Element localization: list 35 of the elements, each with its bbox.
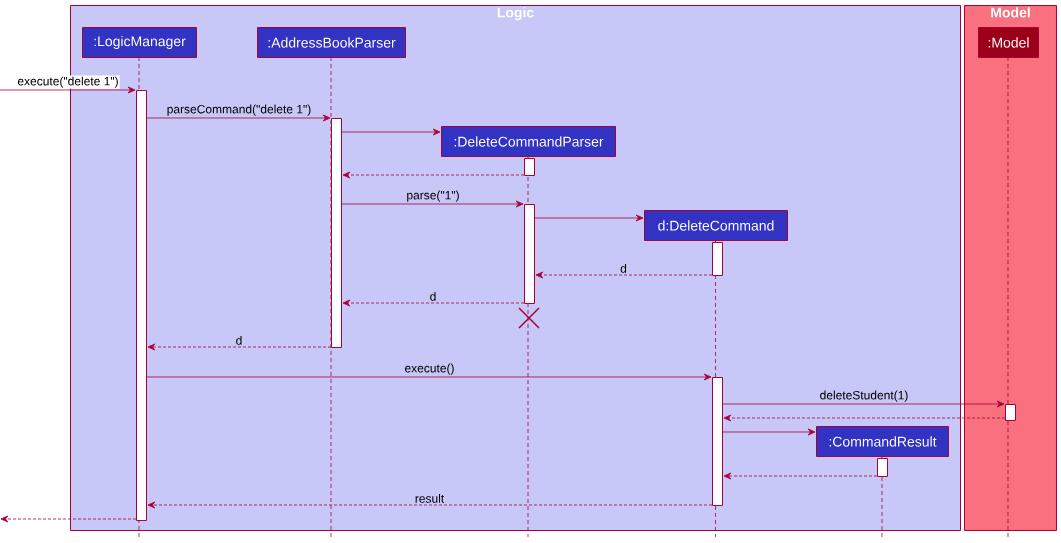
participant-box: :CommandResult [816, 426, 949, 457]
arrow [0, 86, 136, 94]
arrow [534, 214, 644, 222]
arrow [723, 414, 1006, 422]
arrow [147, 343, 332, 351]
edge-label: result [413, 493, 446, 504]
arrow [341, 200, 524, 208]
activation-bar [1005, 404, 1016, 421]
arrow [341, 128, 441, 136]
activation-bar [877, 458, 888, 477]
activation-bar [712, 242, 723, 276]
activation-bar [524, 158, 535, 176]
activation-bar [524, 204, 535, 304]
arrow [723, 472, 878, 480]
edge-label: execute("delete 1") [16, 75, 120, 89]
activation-bar [331, 118, 342, 348]
edge-label: d [619, 263, 628, 274]
arrow [146, 373, 712, 381]
participant-box: :Model [978, 27, 1039, 58]
arrow [0, 515, 137, 523]
arrow [147, 501, 713, 509]
arrow [146, 114, 331, 122]
participant-box: :LogicManager [82, 27, 197, 58]
arrow [342, 299, 525, 307]
activation-bar [712, 377, 723, 506]
participant-box: :DeleteCommandParser [441, 126, 616, 157]
edge-label: d [234, 335, 244, 346]
arrow [722, 428, 816, 436]
arrow [342, 171, 525, 179]
edge-label: d [428, 291, 438, 302]
arrow [722, 400, 1005, 408]
participant-box: :AddressBookParser [257, 27, 406, 58]
activation-bar [136, 90, 147, 521]
participant-box: d:DeleteCommand [644, 210, 788, 241]
arrow [535, 271, 713, 279]
